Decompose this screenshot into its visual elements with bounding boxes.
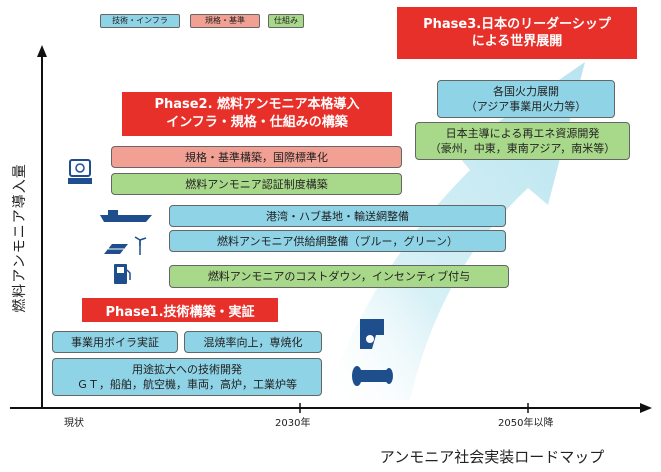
renewable-resources-box: 日本主導による再エネ資源開発 （豪州，中東，東南アジア，南米等） xyxy=(415,122,630,160)
x-tick-current: 現状 xyxy=(64,418,84,429)
supply-chain-box: 燃料アンモニア供給網整備（ブルー，グリーン） xyxy=(169,230,506,252)
x-tick-2030: 2030年 xyxy=(275,418,311,429)
computer-icon xyxy=(68,159,92,184)
renewable-line1: 日本主導による再エネ資源開発 xyxy=(445,127,600,140)
x-tick-2050: 2050年以降 xyxy=(498,418,554,429)
phase3-line2: による世界展開 xyxy=(471,34,563,49)
factory-icon xyxy=(360,319,384,349)
phase3-label: Phase3.日本のリーダーシップ による世界展開 xyxy=(397,7,637,59)
overseas-line2: （アジア事業用火力等） xyxy=(465,100,587,113)
phase2-label: Phase2. 燃料アンモニア本格導入 インフラ・規格・仕組みの構築 xyxy=(122,92,392,136)
application-expansion-box: 用途拡大への技術開発 ＧＴ，船舶，航空機，車両，高炉，工業炉等 xyxy=(52,358,322,396)
y-axis-label: 燃料アンモニア導入量 xyxy=(12,163,28,313)
co-firing-box: 混焼率向上，専焼化 xyxy=(184,331,322,353)
port-box: 港湾・ハブ基地・輸送網整備 xyxy=(169,205,506,227)
solar-wind-icon xyxy=(104,236,147,255)
legend-standards: 規格・基準 xyxy=(190,14,260,28)
jet-engine-icon xyxy=(352,366,393,386)
x-axis-arrowhead xyxy=(640,403,652,413)
y-axis-arrowhead xyxy=(37,45,47,57)
cost-reduction-box: 燃料アンモニアのコストダウン，インセンティブ付与 xyxy=(169,265,509,288)
overseas-line1: 各国火力展開 xyxy=(493,85,559,98)
phase1-text: Phase1.技術構築・実証 xyxy=(105,304,255,320)
expansion-line2: ＧＴ，船舶，航空機，車両，高炉，工業炉等 xyxy=(77,378,297,391)
overseas-power-box: 各国火力展開 （アジア事業用火力等） xyxy=(437,80,615,118)
phase2-line1: Phase2. 燃料アンモニア本格導入 xyxy=(154,97,360,112)
ship-icon xyxy=(100,210,152,222)
standards-box: 規格・基準構築，国際標準化 xyxy=(111,146,402,168)
expansion-line1: 用途拡大への技術開発 xyxy=(132,363,242,376)
fuel-pump-icon xyxy=(114,264,131,284)
legend-tech: 技術・インフラ xyxy=(100,14,180,28)
renewable-line2: （豪州，中東，東南アジア，南米等） xyxy=(429,142,616,155)
certification-box: 燃料アンモニア認証制度構築 xyxy=(111,173,402,195)
phase3-line1: Phase3.日本のリーダーシップ xyxy=(423,17,611,32)
legend-framework: 仕組み xyxy=(268,14,304,28)
boiler-demo-box: 事業用ボイラ実証 xyxy=(52,331,178,353)
phase2-line2: インフラ・規格・仕組みの構築 xyxy=(166,115,348,130)
figure-caption: アンモニア社会実装ロードマップ xyxy=(379,448,605,466)
phase1-label: Phase1.技術構築・実証 xyxy=(82,298,278,322)
